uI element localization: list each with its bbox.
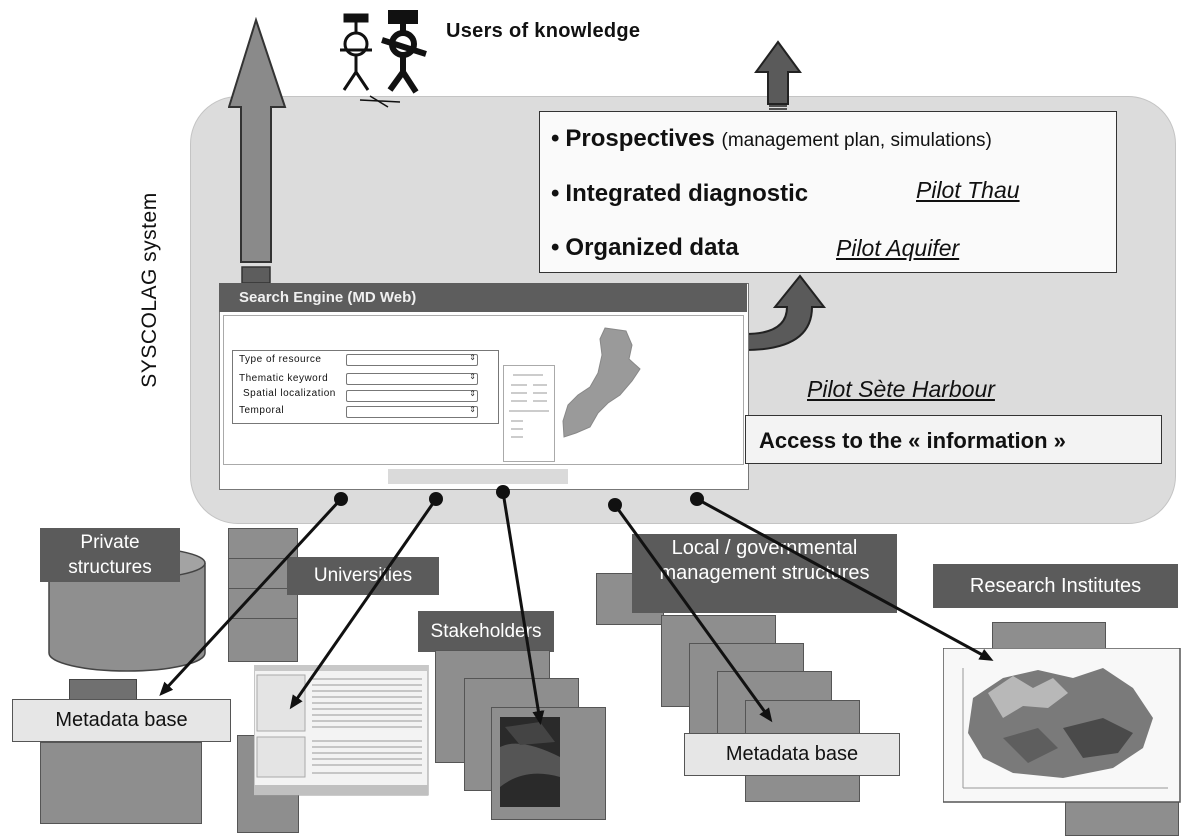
bullet-dot: •: [551, 125, 560, 152]
prospectives-text: Prospectives: [565, 125, 715, 152]
select-spatial[interactable]: ⇕: [346, 389, 478, 402]
label-private-structures: Private structures: [40, 528, 180, 582]
knowledge-outputs-box: [539, 111, 1117, 273]
access-information-box: Access to the « information »: [745, 415, 1162, 464]
university-block: [228, 618, 298, 662]
label-research-institutes: Research Institutes: [933, 564, 1178, 608]
organized-text: Organized data: [565, 234, 739, 261]
side-list-lines: [509, 374, 549, 438]
up-arrow-small-icon: [754, 40, 802, 113]
chevron-down-icon: ⇕: [469, 405, 476, 414]
metadata-base-right: Metadata base: [684, 733, 900, 776]
bullet-dot: •: [551, 234, 560, 261]
search-engine-footer: [388, 469, 568, 484]
pilot-sete-harbour: Pilot Sète Harbour: [807, 376, 995, 402]
chevron-down-icon: ⇕: [469, 389, 476, 398]
diagnostic-text: Integrated diagnostic: [565, 180, 809, 207]
curved-arrow-icon: [744, 274, 827, 352]
label-stakeholders: Stakeholders: [418, 611, 554, 652]
research-block-bottom: [1065, 800, 1179, 836]
select-thematic[interactable]: ⇕: [346, 372, 478, 385]
region-map-icon: [562, 327, 641, 438]
field-label-thematic: Thematic keyword: [239, 373, 329, 384]
bullet-prospectives: •Prospectives (management plan, simulati…: [551, 125, 992, 153]
aerial-photo-icon: [500, 717, 560, 807]
select-temporal[interactable]: ⇕: [346, 405, 478, 418]
chevron-down-icon: ⇕: [469, 372, 476, 381]
side-list-panel: [503, 365, 555, 462]
pilot-thau: Pilot Thau: [916, 177, 1020, 203]
label-universities: Universities: [287, 557, 439, 595]
metadata-stack-base-left: [40, 742, 202, 824]
university-webpage-thumbnail: [254, 665, 429, 796]
field-label-type: Type of resource: [239, 354, 322, 365]
university-block: [228, 528, 298, 560]
prospectives-detail: (management plan, simulations): [721, 130, 992, 151]
up-arrow-large-icon: [228, 17, 287, 284]
metadata-base-left: Metadata base: [12, 699, 231, 742]
users-title: Users of knowledge: [446, 20, 641, 42]
chevron-down-icon: ⇕: [469, 353, 476, 362]
search-engine-title: Search Engine (MD Web): [219, 283, 747, 312]
bullet-diagnostic: •Integrated diagnostic: [551, 180, 808, 208]
pilot-aquifer: Pilot Aquifer: [836, 235, 960, 261]
field-label-temporal: Temporal: [239, 405, 285, 416]
select-type[interactable]: ⇕: [346, 353, 478, 366]
field-label-spatial: Spatial localization: [243, 388, 336, 399]
bullet-dot: •: [551, 180, 560, 207]
terrain-3d-model-icon: [943, 648, 1181, 803]
bullet-organized: •Organized data: [551, 234, 739, 262]
users-figure-icon: [340, 10, 427, 108]
label-local-governmental: Local / governmental management structur…: [632, 534, 897, 613]
